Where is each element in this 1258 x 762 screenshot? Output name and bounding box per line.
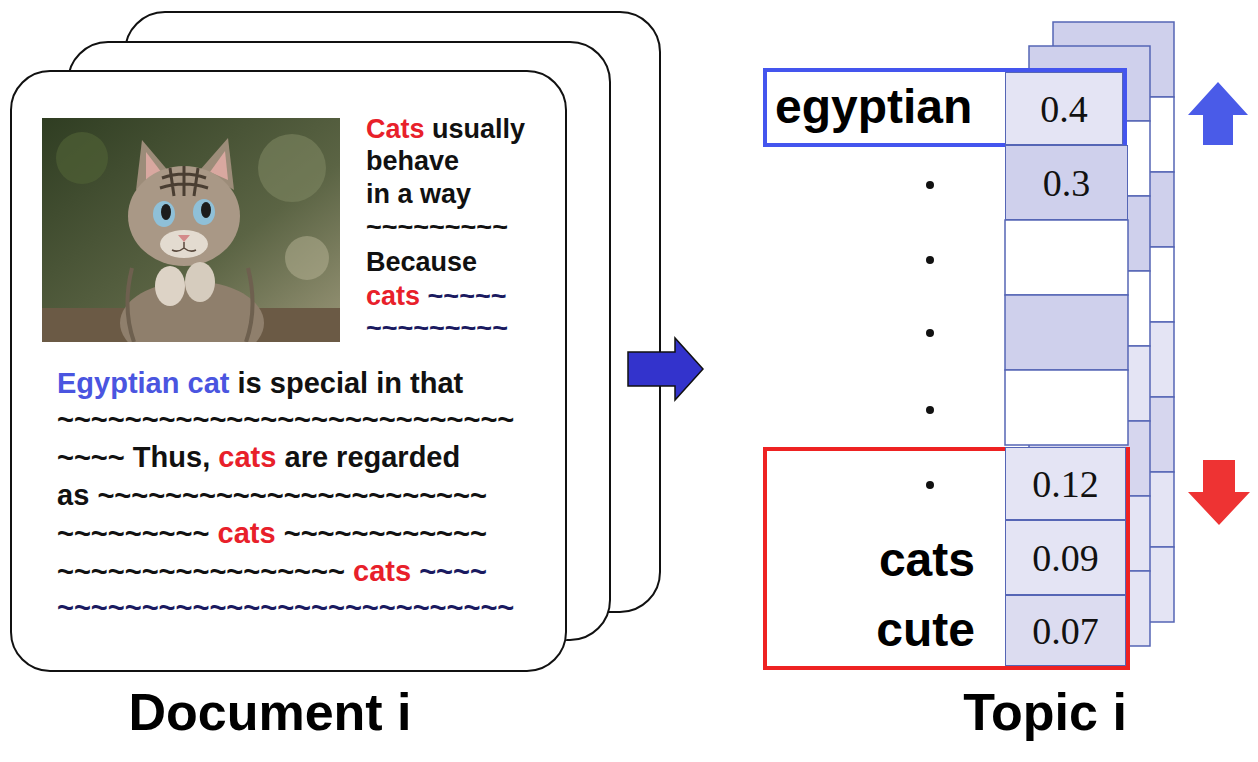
bokeh: [56, 132, 108, 184]
bokeh: [258, 134, 326, 202]
probability-cell: 0.4: [1005, 72, 1123, 145]
probability-cell: 0.07: [1005, 595, 1126, 666]
document-text: ~~~~~~~~~: [366, 212, 508, 243]
document-text: cats: [218, 441, 276, 474]
probability-cell: 0.12: [1005, 447, 1126, 520]
document-text: Because: [366, 247, 477, 278]
document-text: ~~~~~~~~~: [366, 313, 508, 344]
cat-nose: [178, 235, 190, 242]
document-text: ~~~~~~~~~~~~~~~~~~~~~~~: [97, 479, 487, 512]
document-text: ~~~~~~~~~: [57, 517, 209, 550]
document-text: cats: [218, 517, 276, 550]
cat-stripes: [127, 268, 252, 342]
cat-head: [128, 166, 240, 266]
document-text: Egyptian cat: [57, 367, 229, 400]
topic-word: cats: [879, 534, 975, 587]
bokeh: [285, 236, 329, 280]
empty-cell: [1005, 295, 1128, 370]
document-text: Thus,: [133, 441, 210, 474]
document-text: ~~~~: [419, 555, 487, 588]
probability-cell: 0.3: [1005, 145, 1128, 220]
highlight-box: 0.12 0.09 0.07 cats cute: [763, 447, 1130, 670]
cat-paw: [155, 266, 185, 306]
ellipsis-dot: [926, 329, 934, 337]
document-text: ~~~~~~~~~~~~: [284, 517, 487, 550]
empty-cell: [1005, 370, 1128, 445]
down-arrow: [1188, 460, 1250, 525]
probability-value: 0.3: [1043, 161, 1091, 205]
panel-caption: Document i: [128, 684, 411, 741]
cat-muzzle: [160, 230, 208, 258]
document-text: cats: [353, 555, 411, 588]
cat-pupil: [161, 204, 171, 220]
document-text: ~~~~~~~~~~~~~~~~~~~~~~~~~~~: [57, 591, 514, 624]
probability-value: 0.07: [1032, 609, 1099, 653]
ellipsis-dot: [926, 181, 934, 189]
cat-pupil: [201, 202, 211, 218]
probability-value: 0.09: [1032, 536, 1099, 580]
highlight-box: 0.4 egyptian: [763, 68, 1127, 147]
ellipsis-dot: [926, 481, 934, 489]
cat-eye: [153, 201, 175, 227]
document-text: are regarded: [285, 441, 461, 474]
empty-cell: [1005, 220, 1128, 295]
cat-mouth: [172, 242, 196, 251]
ellipsis-dot: [926, 256, 934, 264]
cat-photo: [42, 118, 340, 342]
probability-value: 0.12: [1032, 462, 1099, 506]
document-text: ~~~~~: [428, 281, 507, 312]
probability-value: 0.4: [1040, 87, 1088, 131]
document-text: cats: [366, 281, 420, 312]
document-text: as: [57, 479, 89, 512]
topic-word: egyptian: [775, 81, 972, 134]
probability-cell: 0.09: [1005, 520, 1126, 595]
document-text: is special in that: [238, 367, 464, 400]
document-text: ~~~~: [57, 441, 125, 474]
document-text: ~~~~~~~~~~~~~~~~~: [57, 555, 345, 588]
cat-paw: [185, 262, 215, 302]
cat-stripes: [160, 166, 208, 196]
cat-eye: [193, 199, 215, 225]
front-card-fill: [10, 70, 567, 672]
up-arrow: [1188, 82, 1248, 145]
flow-arrow: [628, 338, 703, 400]
document-text: Cats: [366, 114, 425, 145]
document-text: in a way: [366, 179, 471, 210]
document-text: behave: [366, 146, 459, 177]
document-text: usually: [432, 114, 525, 145]
document-card: Catsusuallybehavein a way~~~~~~~~~Becaus…: [10, 70, 567, 672]
topic-word: cute: [876, 604, 975, 657]
document-text: ~~~~~~~~~~~~~~~~~~~~~~~~~~~: [57, 403, 514, 436]
panel-caption: Topic i: [963, 684, 1127, 741]
ellipsis-dot: [926, 406, 934, 414]
